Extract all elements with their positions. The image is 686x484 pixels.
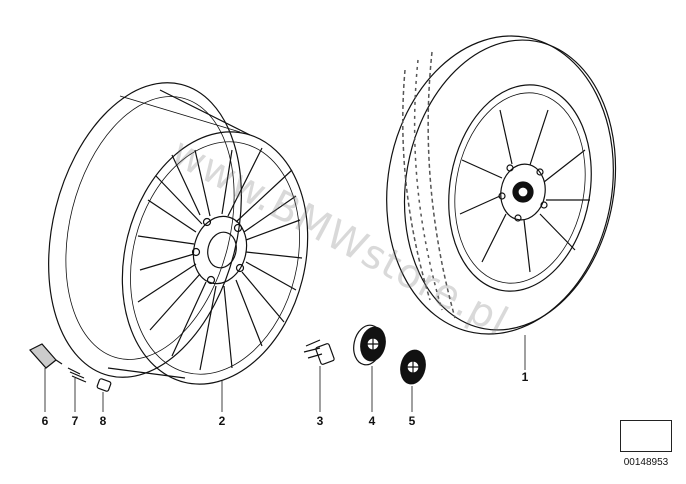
callout-5[interactable]: 5 <box>408 414 416 428</box>
callout-3[interactable]: 3 <box>316 414 324 428</box>
document-number: 00148953 <box>623 457 669 468</box>
callout-1[interactable]: 1 <box>521 370 529 384</box>
tire-wheel-assembly-icon[interactable] <box>364 18 638 352</box>
callout-6[interactable]: 6 <box>41 414 49 428</box>
light-alloy-rim-icon[interactable] <box>19 62 333 404</box>
callout-7[interactable]: 7 <box>71 414 79 428</box>
navigation-arrow-box[interactable] <box>620 420 672 452</box>
callout-2[interactable]: 2 <box>218 414 226 428</box>
callout-4[interactable]: 4 <box>368 414 376 428</box>
leader-lines <box>44 335 526 412</box>
callout-8[interactable]: 8 <box>99 414 107 428</box>
emblem-icon[interactable] <box>398 348 429 386</box>
valve-icon[interactable] <box>29 343 112 392</box>
hub-cap-icon[interactable] <box>350 323 388 368</box>
wheel-bolt-icon[interactable] <box>303 339 335 365</box>
